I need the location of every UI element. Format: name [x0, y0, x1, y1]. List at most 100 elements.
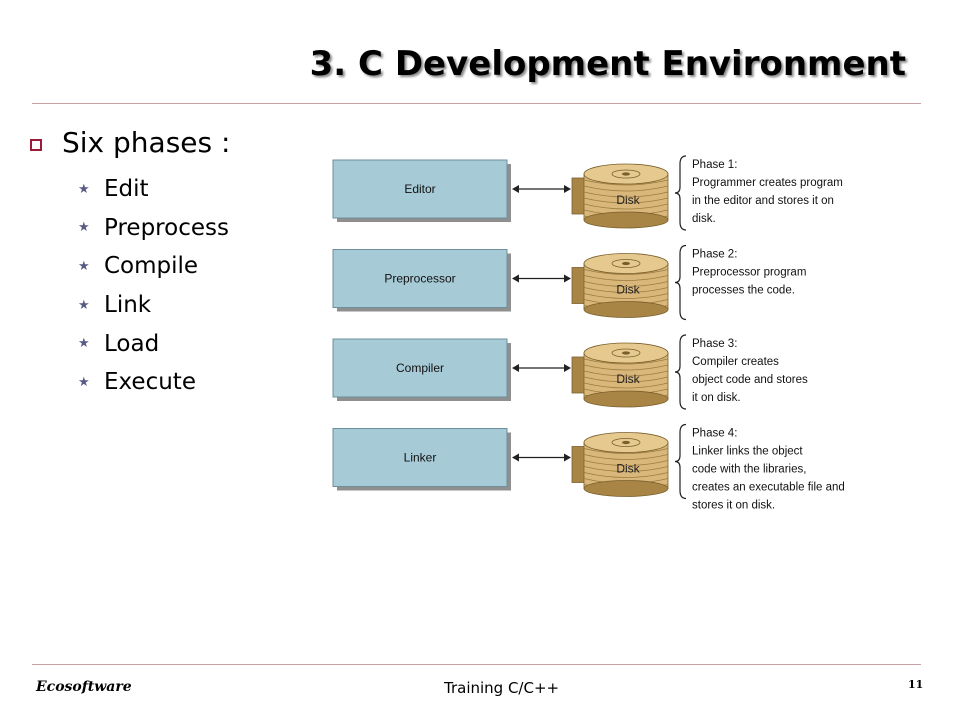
arrow-right-head — [564, 453, 571, 462]
arrow-right-head — [564, 274, 571, 283]
disk-bottom — [583, 301, 669, 318]
disk-platter-line — [583, 376, 669, 383]
phase-description-line: Preprocessor program — [692, 267, 806, 279]
disk-icon: Disk — [571, 342, 669, 408]
phase-label: Preprocess — [104, 214, 229, 241]
disk-platter-line — [583, 203, 669, 210]
disk-platter-line — [583, 191, 669, 198]
disk-platter-line — [583, 472, 669, 478]
disk-icon: Disk — [571, 253, 669, 318]
phase-description-line: object code and stores — [692, 374, 808, 386]
disk-bottom — [583, 390, 669, 408]
list-item: ★ Load — [78, 324, 229, 363]
disk-bottom — [583, 211, 669, 229]
phase-label: Execute — [104, 369, 196, 396]
disk-platter-line — [583, 382, 669, 389]
list-item: ★ Link — [78, 286, 229, 325]
disk-platter-line — [583, 466, 669, 472]
star-bullet-icon: ★ — [78, 258, 90, 274]
disk-platter-line — [583, 448, 669, 454]
main-bullet: Six phases : — [30, 126, 230, 159]
disk-icon: Disk — [571, 432, 669, 497]
phase-list: ★Edit ★Preprocess ★Compile ★Link ★Load ★… — [78, 170, 229, 402]
star-bullet-icon: ★ — [78, 297, 90, 313]
arrow-right-head — [564, 185, 571, 193]
disk-hub — [611, 169, 641, 179]
phase-box — [332, 428, 508, 487]
phase-box — [332, 249, 508, 308]
phase-description-line: code with the libraries, — [692, 464, 806, 476]
disk-icon: Disk — [571, 163, 669, 229]
disk-spindle — [622, 440, 630, 445]
star-bullet-icon: ★ — [78, 336, 90, 352]
phase-box-label: Linker — [404, 451, 437, 465]
brace — [674, 334, 687, 410]
disk-platter-line — [583, 370, 669, 377]
disk-platter-line — [583, 460, 669, 466]
brace — [674, 155, 687, 231]
phase-description-line: creates an executable file and — [692, 482, 845, 494]
title-divider — [32, 103, 921, 104]
arrow-left-head — [512, 453, 519, 462]
arrow-left-head — [512, 274, 519, 283]
course-name: Training C/C++ — [444, 679, 560, 697]
list-item: ★Compile — [78, 247, 229, 286]
disk-label: Disk — [616, 193, 640, 207]
phase-label: Load — [104, 330, 160, 357]
disk-spindle — [622, 261, 630, 266]
star-bullet-icon: ★ — [78, 181, 90, 197]
phase-label: Edit — [104, 176, 149, 203]
square-bullet-icon — [30, 138, 42, 151]
disk-platter-line — [583, 185, 669, 192]
phase-description-line: Phase 2: — [692, 249, 737, 261]
arrow-left-head — [512, 364, 519, 372]
slide-title: 3. C Development Environment — [309, 44, 906, 84]
list-item: ★ Execute — [78, 363, 229, 402]
phase-description-line: disk. — [692, 213, 716, 225]
list-item: ★Preprocess — [78, 209, 229, 248]
disk-platter-line — [583, 281, 669, 287]
disk-platter-line — [583, 364, 669, 371]
disk-platter-line — [583, 287, 669, 293]
bullet-text: Six phases : — [62, 126, 231, 159]
disk-platter-line — [583, 454, 669, 460]
disk-platter-line — [583, 293, 669, 299]
phase-description-line: Linker links the object — [692, 446, 803, 458]
phase-description-line: Compiler creates — [692, 356, 779, 368]
phase-description-line: stores it on disk. — [692, 500, 775, 511]
footer-divider — [32, 664, 921, 665]
disk-spindle — [622, 172, 630, 176]
disk-label: Disk — [616, 283, 640, 297]
star-bullet-icon: ★ — [78, 374, 90, 390]
disk-platter-line — [583, 179, 669, 186]
disk-platter-line — [583, 197, 669, 204]
arrow-right-head — [564, 364, 571, 372]
disk-bottom — [583, 480, 669, 497]
phase-description-line: Programmer creates program — [692, 177, 843, 189]
phase-description-line: Phase 3: — [692, 338, 737, 350]
company-name: Ecosoftware — [36, 679, 132, 695]
page-number: 11 — [908, 678, 924, 691]
phase-box-label: Compiler — [396, 361, 444, 375]
brace — [674, 244, 687, 321]
disk-label: Disk — [616, 372, 640, 386]
disk-spindle — [622, 351, 630, 355]
phase-description-line: Phase 1: — [692, 159, 737, 171]
brace — [674, 423, 687, 500]
disk-label: Disk — [616, 462, 640, 476]
phase-box — [332, 338, 508, 398]
disk-platter-line — [583, 358, 669, 365]
phase-box-label: Preprocessor — [384, 272, 455, 286]
list-item: ★ Edit — [78, 170, 229, 209]
disk-platter-line — [583, 275, 669, 281]
disk-hub — [611, 259, 641, 268]
disk-hub — [611, 438, 641, 447]
phase-description-line: it on disk. — [692, 392, 741, 404]
phase-box-label: Editor — [404, 182, 435, 196]
phase-label: Link — [104, 292, 152, 319]
